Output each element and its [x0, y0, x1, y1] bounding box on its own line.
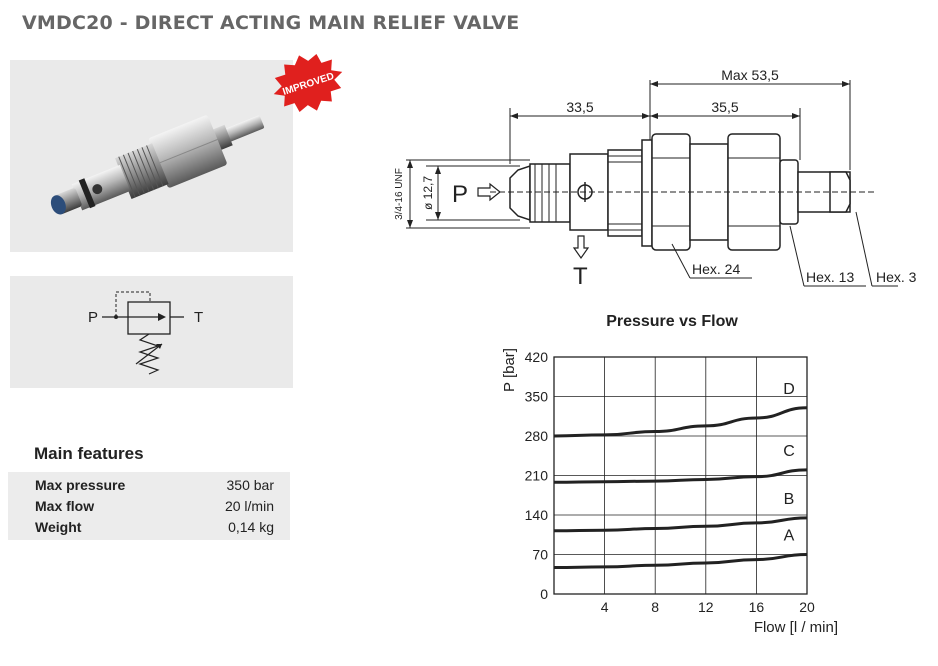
- series-label-C: C: [783, 443, 795, 460]
- series-line-A: [553, 553, 808, 569]
- feature-row-max-pressure: Max pressure 350 bar: [8, 474, 290, 495]
- y-tick-label: 140: [525, 507, 549, 523]
- features-table: Max pressure 350 bar Max flow 20 l/min W…: [8, 472, 290, 540]
- dim-right-label: 35,5: [711, 99, 738, 115]
- dim-max-label: Max 53,5: [721, 67, 779, 83]
- feature-row-weight: Weight 0,14 kg: [8, 516, 290, 537]
- series-label-D: D: [783, 381, 795, 398]
- drawing-port-p: P: [452, 181, 468, 208]
- x-tick-label: 8: [651, 599, 659, 615]
- dim-left-label: 33,5: [566, 99, 593, 115]
- y-tick-label: 210: [525, 468, 549, 484]
- features-title: Main features: [34, 444, 144, 463]
- pressure-flow-chart: Pressure vs Flow P [bar] Flow [l / min] …: [501, 313, 838, 636]
- feature-row-max-flow: Max flow 20 l/min: [8, 495, 290, 516]
- page-title: VMDC20 - DIRECT ACTING MAIN RELIEF VALVE: [22, 12, 520, 34]
- diameter-label: ø 12,7: [421, 176, 435, 210]
- feature-value: 0,14 kg: [228, 519, 274, 535]
- x-tick-label: 20: [799, 599, 815, 615]
- x-tick-label: 16: [749, 599, 765, 615]
- hex13-label: Hex. 13: [806, 269, 854, 285]
- improved-badge: IMPROVED: [273, 53, 343, 113]
- product-photo: IMPROVED: [10, 53, 343, 252]
- feature-label: Max pressure: [35, 477, 126, 493]
- series-line-B: [553, 516, 808, 533]
- feature-label: Max flow: [35, 498, 95, 514]
- thread-label: 3/4-16 UNF: [394, 168, 405, 220]
- hex3-label: Hex. 3: [876, 269, 917, 285]
- hex24-label: Hex. 24: [692, 261, 740, 277]
- chart-plot-area: [553, 356, 808, 595]
- y-tick-label: 420: [525, 349, 549, 365]
- chart-title: Pressure vs Flow: [606, 313, 738, 330]
- series-line-C: [553, 468, 808, 484]
- y-tick-label: 0: [540, 586, 548, 602]
- symbol-port-p: P: [88, 309, 98, 326]
- y-tick-label: 350: [525, 389, 549, 405]
- y-tick-label: 280: [525, 428, 549, 444]
- chart-y-label: P [bar]: [501, 348, 518, 392]
- feature-label: Weight: [35, 519, 82, 535]
- feature-value: 20 l/min: [224, 498, 274, 514]
- x-tick-label: 12: [698, 599, 714, 615]
- series-line-D: [553, 406, 808, 438]
- hydraulic-symbol: P T: [10, 276, 293, 388]
- drawing-port-t: T: [573, 263, 588, 290]
- series-label-B: B: [784, 491, 795, 508]
- dimension-drawing: Max 53,5 33,5 35,5 3/4-16 UNF ø 12,7 P: [394, 67, 917, 290]
- y-tick-label: 70: [532, 547, 548, 563]
- chart-x-label: Flow [l / min]: [754, 619, 838, 636]
- symbol-port-t: T: [194, 309, 203, 326]
- series-label-A: A: [784, 528, 795, 545]
- x-tick-label: 4: [601, 599, 609, 615]
- feature-value: 350 bar: [226, 477, 274, 493]
